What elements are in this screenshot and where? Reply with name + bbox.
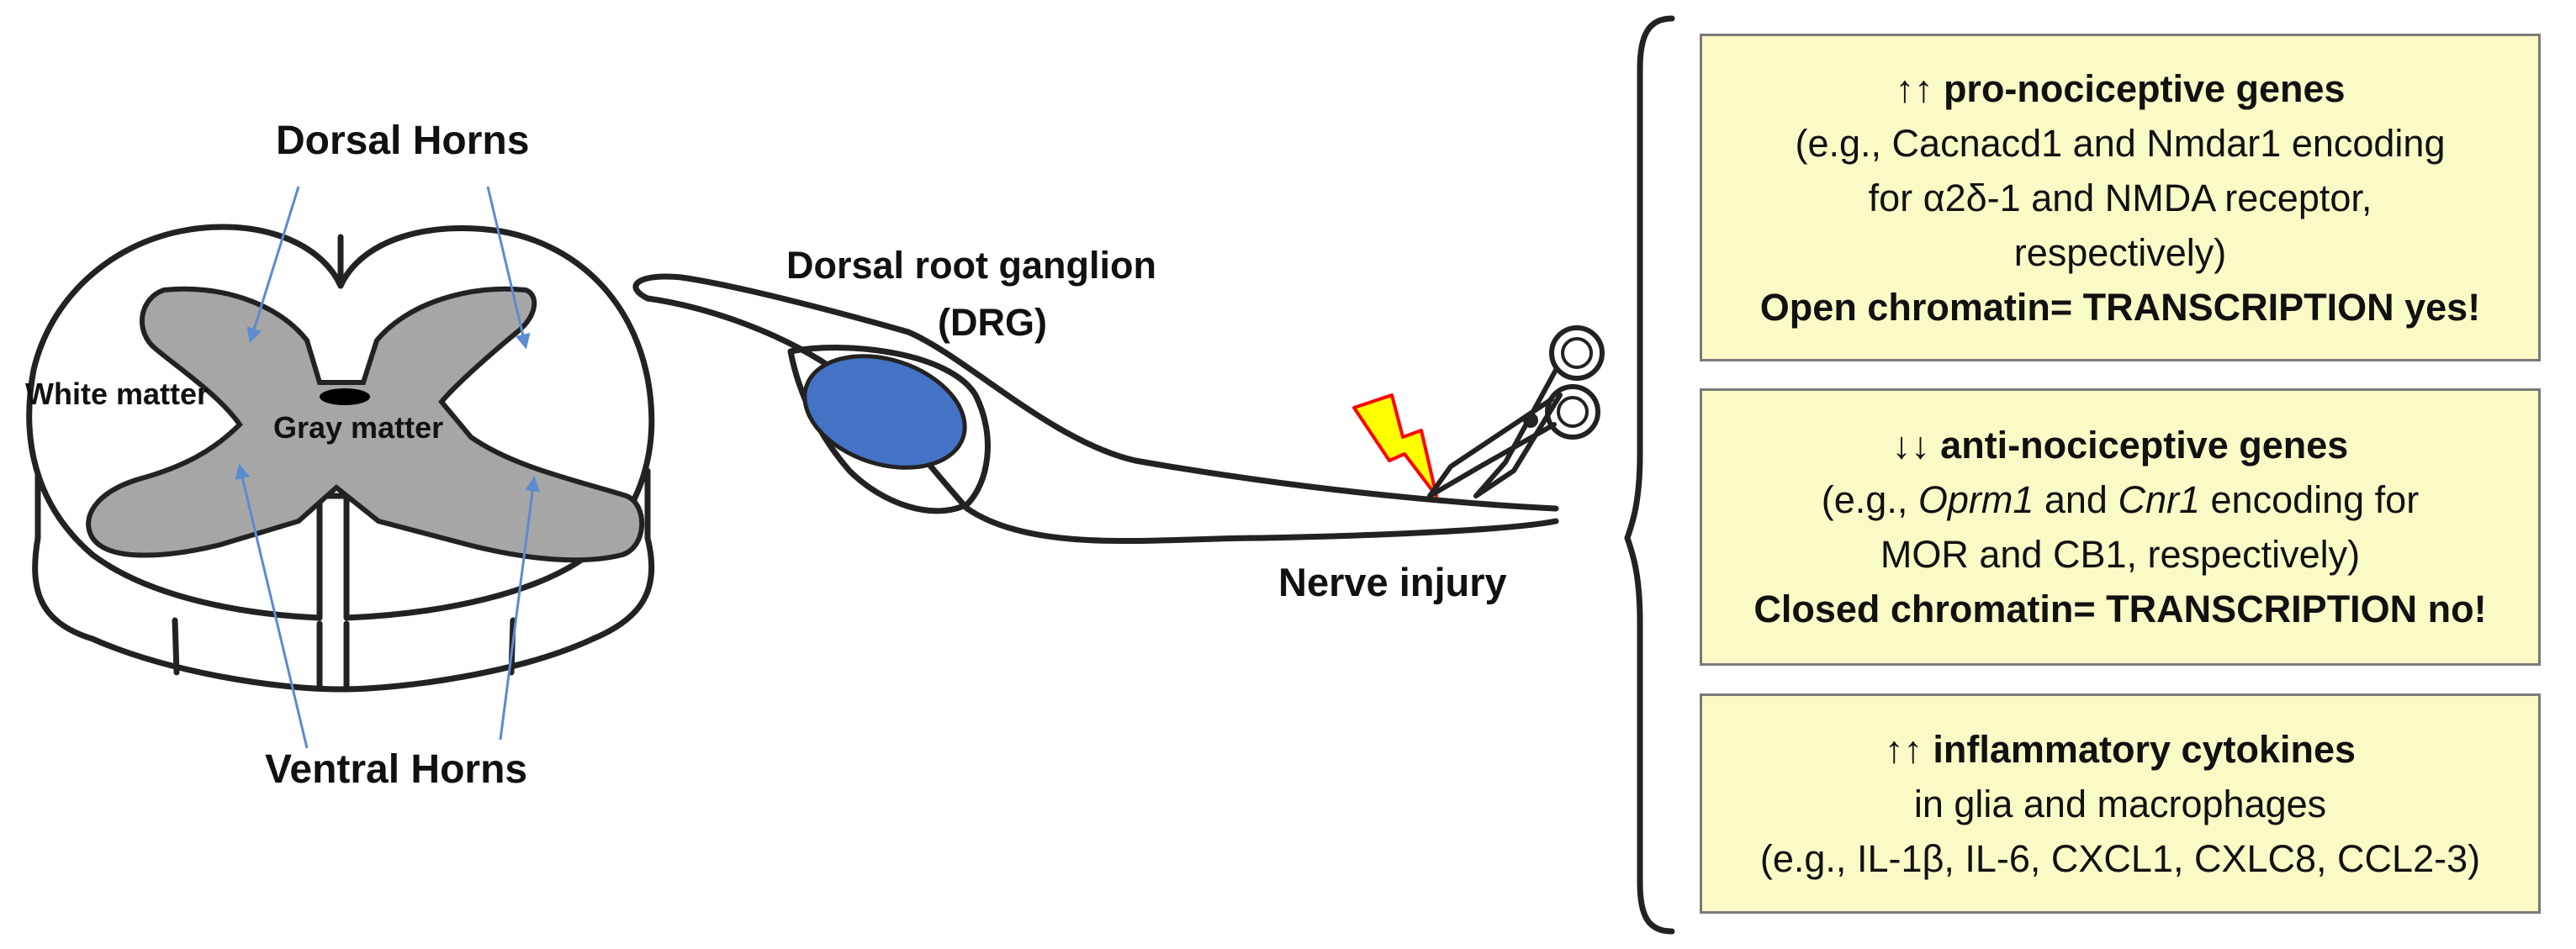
drg-capsule [787, 345, 991, 514]
inflam-heading: ↑↑ inflammatory cytokines [1884, 727, 2356, 771]
pro-line-2: (e.g., Cacnacd1 and Nmdar1 encoding [1795, 121, 2446, 165]
anti-line-2-pre: (e.g., [1821, 478, 1918, 521]
dorsal-pointer-right [486, 186, 531, 350]
cord-bottom-rim [32, 535, 655, 693]
anti-line-2-post: encoding for [2200, 478, 2420, 521]
nerve-lower-edge [644, 295, 1559, 545]
inflam-line-2: in glia and macrophages [1913, 782, 2327, 825]
anti-line-4: Closed chromatin= TRANSCRIPTION no! [1753, 588, 2487, 630]
anti-heading: ↓↓ anti-nociceptive genes [1891, 424, 2349, 467]
inflam-line-3: (e.g., IL-1β, IL-6, CXCL1, CXLC8, CCL2-3… [1759, 836, 2481, 880]
pro-line-4: respectively) [2013, 230, 2227, 274]
curly-brace [1624, 15, 1675, 935]
white-matter-label: White matter [25, 377, 209, 411]
drg-label-line1: Dorsal root ganglion [786, 244, 1157, 287]
pro-heading: ↑↑ pro-nociceptive genes [1895, 66, 2346, 110]
gray-matter-label: Gray matter [273, 410, 444, 445]
anti-line-2: (e.g., Oprm1 and Cnr1 encoding for [1702, 472, 2538, 527]
ventral-pointer-left [235, 463, 309, 749]
anti-line-3: MOR and CB1, respectively) [1880, 533, 2361, 576]
dorsal-pointer-left [246, 186, 300, 344]
gray-matter-shape [86, 286, 645, 563]
anti-line-2-mid: and [2034, 478, 2118, 521]
pointer-arrows [235, 186, 541, 749]
pro-line-3: for α2δ-1 and NMDA receptor, [1868, 176, 2372, 219]
nerve-upper-edge [632, 273, 1559, 512]
anti-nociceptive-box: ↓↓ anti-nociceptive genes (e.g., Oprm1 a… [1700, 388, 2541, 666]
ventral-horns-label: Ventral Horns [265, 747, 528, 792]
gene-cnr1: Cnr1 [2118, 478, 2201, 521]
pro-nociceptive-box: ↑↑ pro-nociceptive genes (e.g., Cacnacd1… [1700, 34, 2541, 361]
inflammatory-cytokines-box: ↑↑ inflammatory cytokines in glia and ma… [1700, 693, 2541, 914]
nerve [632, 273, 1559, 545]
scissors-icon [1427, 325, 1605, 498]
drg-label-line2: (DRG) [938, 301, 1047, 344]
ventral-pointer-right [499, 476, 541, 741]
pro-line-5: Open chromatin= TRANSCRIPTION yes! [1759, 285, 2481, 329]
central-canal [320, 388, 370, 405]
rim-fissure-1 [172, 617, 180, 676]
nerve-injury-label: Nerve injury [1278, 560, 1507, 604]
gene-oprm1: Oprm1 [1917, 478, 2034, 521]
dorsal-horns-label: Dorsal Horns [276, 119, 530, 163]
drg-body [802, 354, 967, 470]
lightning-bolt-icon [1352, 393, 1438, 498]
